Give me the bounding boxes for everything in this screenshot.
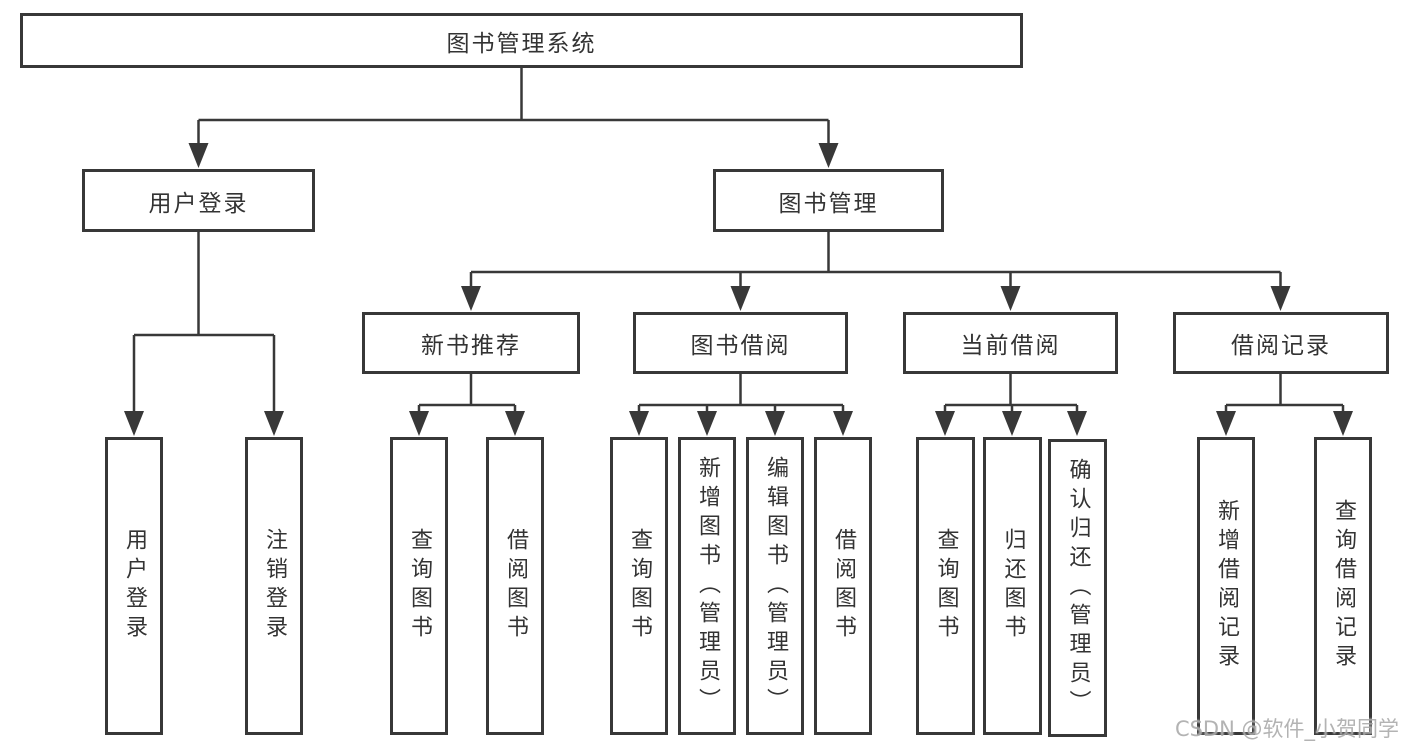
node-book-management: 图书管理 bbox=[713, 169, 944, 232]
leaf-borrow-books-borrowing: 借阅图书 bbox=[814, 437, 872, 735]
leaf-query-books-current-label: 查询图书 bbox=[933, 528, 959, 644]
leaf-query-books-recommend: 查询图书 bbox=[390, 437, 448, 735]
node-library-management-system-label: 图书管理系统 bbox=[446, 30, 597, 57]
leaf-borrow-books-borrowing-label: 借阅图书 bbox=[831, 528, 856, 644]
arrowhead-icons bbox=[124, 143, 1353, 436]
node-borrowing-records: 借阅记录 bbox=[1173, 312, 1389, 374]
leaf-logout-login-label: 注销登录 bbox=[262, 528, 287, 644]
node-book-management-label: 图书管理 bbox=[778, 190, 879, 217]
leaf-query-borrow-record-label: 查询借阅记录 bbox=[1331, 499, 1356, 673]
node-current-borrowing-label: 当前借阅 bbox=[960, 333, 1061, 359]
leaf-confirm-return-admin: 确认归还（管理员） bbox=[1048, 439, 1107, 737]
leaf-user-login: 用户登录 bbox=[105, 437, 163, 735]
leaf-query-books-borrowing-label: 查询图书 bbox=[627, 528, 652, 644]
csdn-watermark: CSDN @软件_小贺同学 bbox=[1174, 717, 1399, 741]
leaf-query-books-current: 查询图书 bbox=[916, 437, 975, 735]
leaf-return-books-label: 归还图书 bbox=[1000, 528, 1026, 644]
node-book-borrowing-label: 图书借阅 bbox=[690, 333, 791, 359]
leaf-query-borrow-record: 查询借阅记录 bbox=[1314, 437, 1372, 735]
leaf-edit-books-admin: 编辑图书（管理员） bbox=[746, 437, 804, 735]
node-user-login-label: 用户登录 bbox=[148, 190, 249, 217]
leaf-add-books-admin: 新增图书（管理员） bbox=[678, 437, 736, 735]
leaf-edit-books-admin-label: 编辑图书（管理员） bbox=[763, 455, 788, 717]
leaf-query-books-recommend-label: 查询图书 bbox=[407, 528, 432, 644]
tree-edges bbox=[132, 68, 1345, 416]
node-library-management-system: 图书管理系统 bbox=[20, 13, 1023, 68]
node-current-borrowing: 当前借阅 bbox=[903, 312, 1118, 374]
leaf-borrow-books-recommend: 借阅图书 bbox=[486, 437, 544, 735]
node-new-book-recommendation: 新书推荐 bbox=[362, 312, 580, 374]
node-book-borrowing: 图书借阅 bbox=[633, 312, 848, 374]
leaf-borrow-books-recommend-label: 借阅图书 bbox=[503, 528, 528, 644]
node-new-book-recommendation-label: 新书推荐 bbox=[421, 333, 521, 359]
leaf-confirm-return-admin-label: 确认归还（管理员） bbox=[1065, 457, 1091, 719]
leaf-user-login-label: 用户登录 bbox=[122, 528, 147, 644]
leaf-add-borrow-record: 新增借阅记录 bbox=[1197, 437, 1255, 735]
leaf-query-books-borrowing: 查询图书 bbox=[610, 437, 668, 735]
leaf-logout-login: 注销登录 bbox=[245, 437, 303, 735]
leaf-return-books: 归还图书 bbox=[983, 437, 1042, 735]
leaf-add-borrow-record-label: 新增借阅记录 bbox=[1214, 499, 1239, 673]
node-borrowing-records-label: 借阅记录 bbox=[1231, 333, 1331, 359]
leaf-add-books-admin-label: 新增图书（管理员） bbox=[695, 455, 720, 717]
node-user-login: 用户登录 bbox=[82, 169, 315, 232]
